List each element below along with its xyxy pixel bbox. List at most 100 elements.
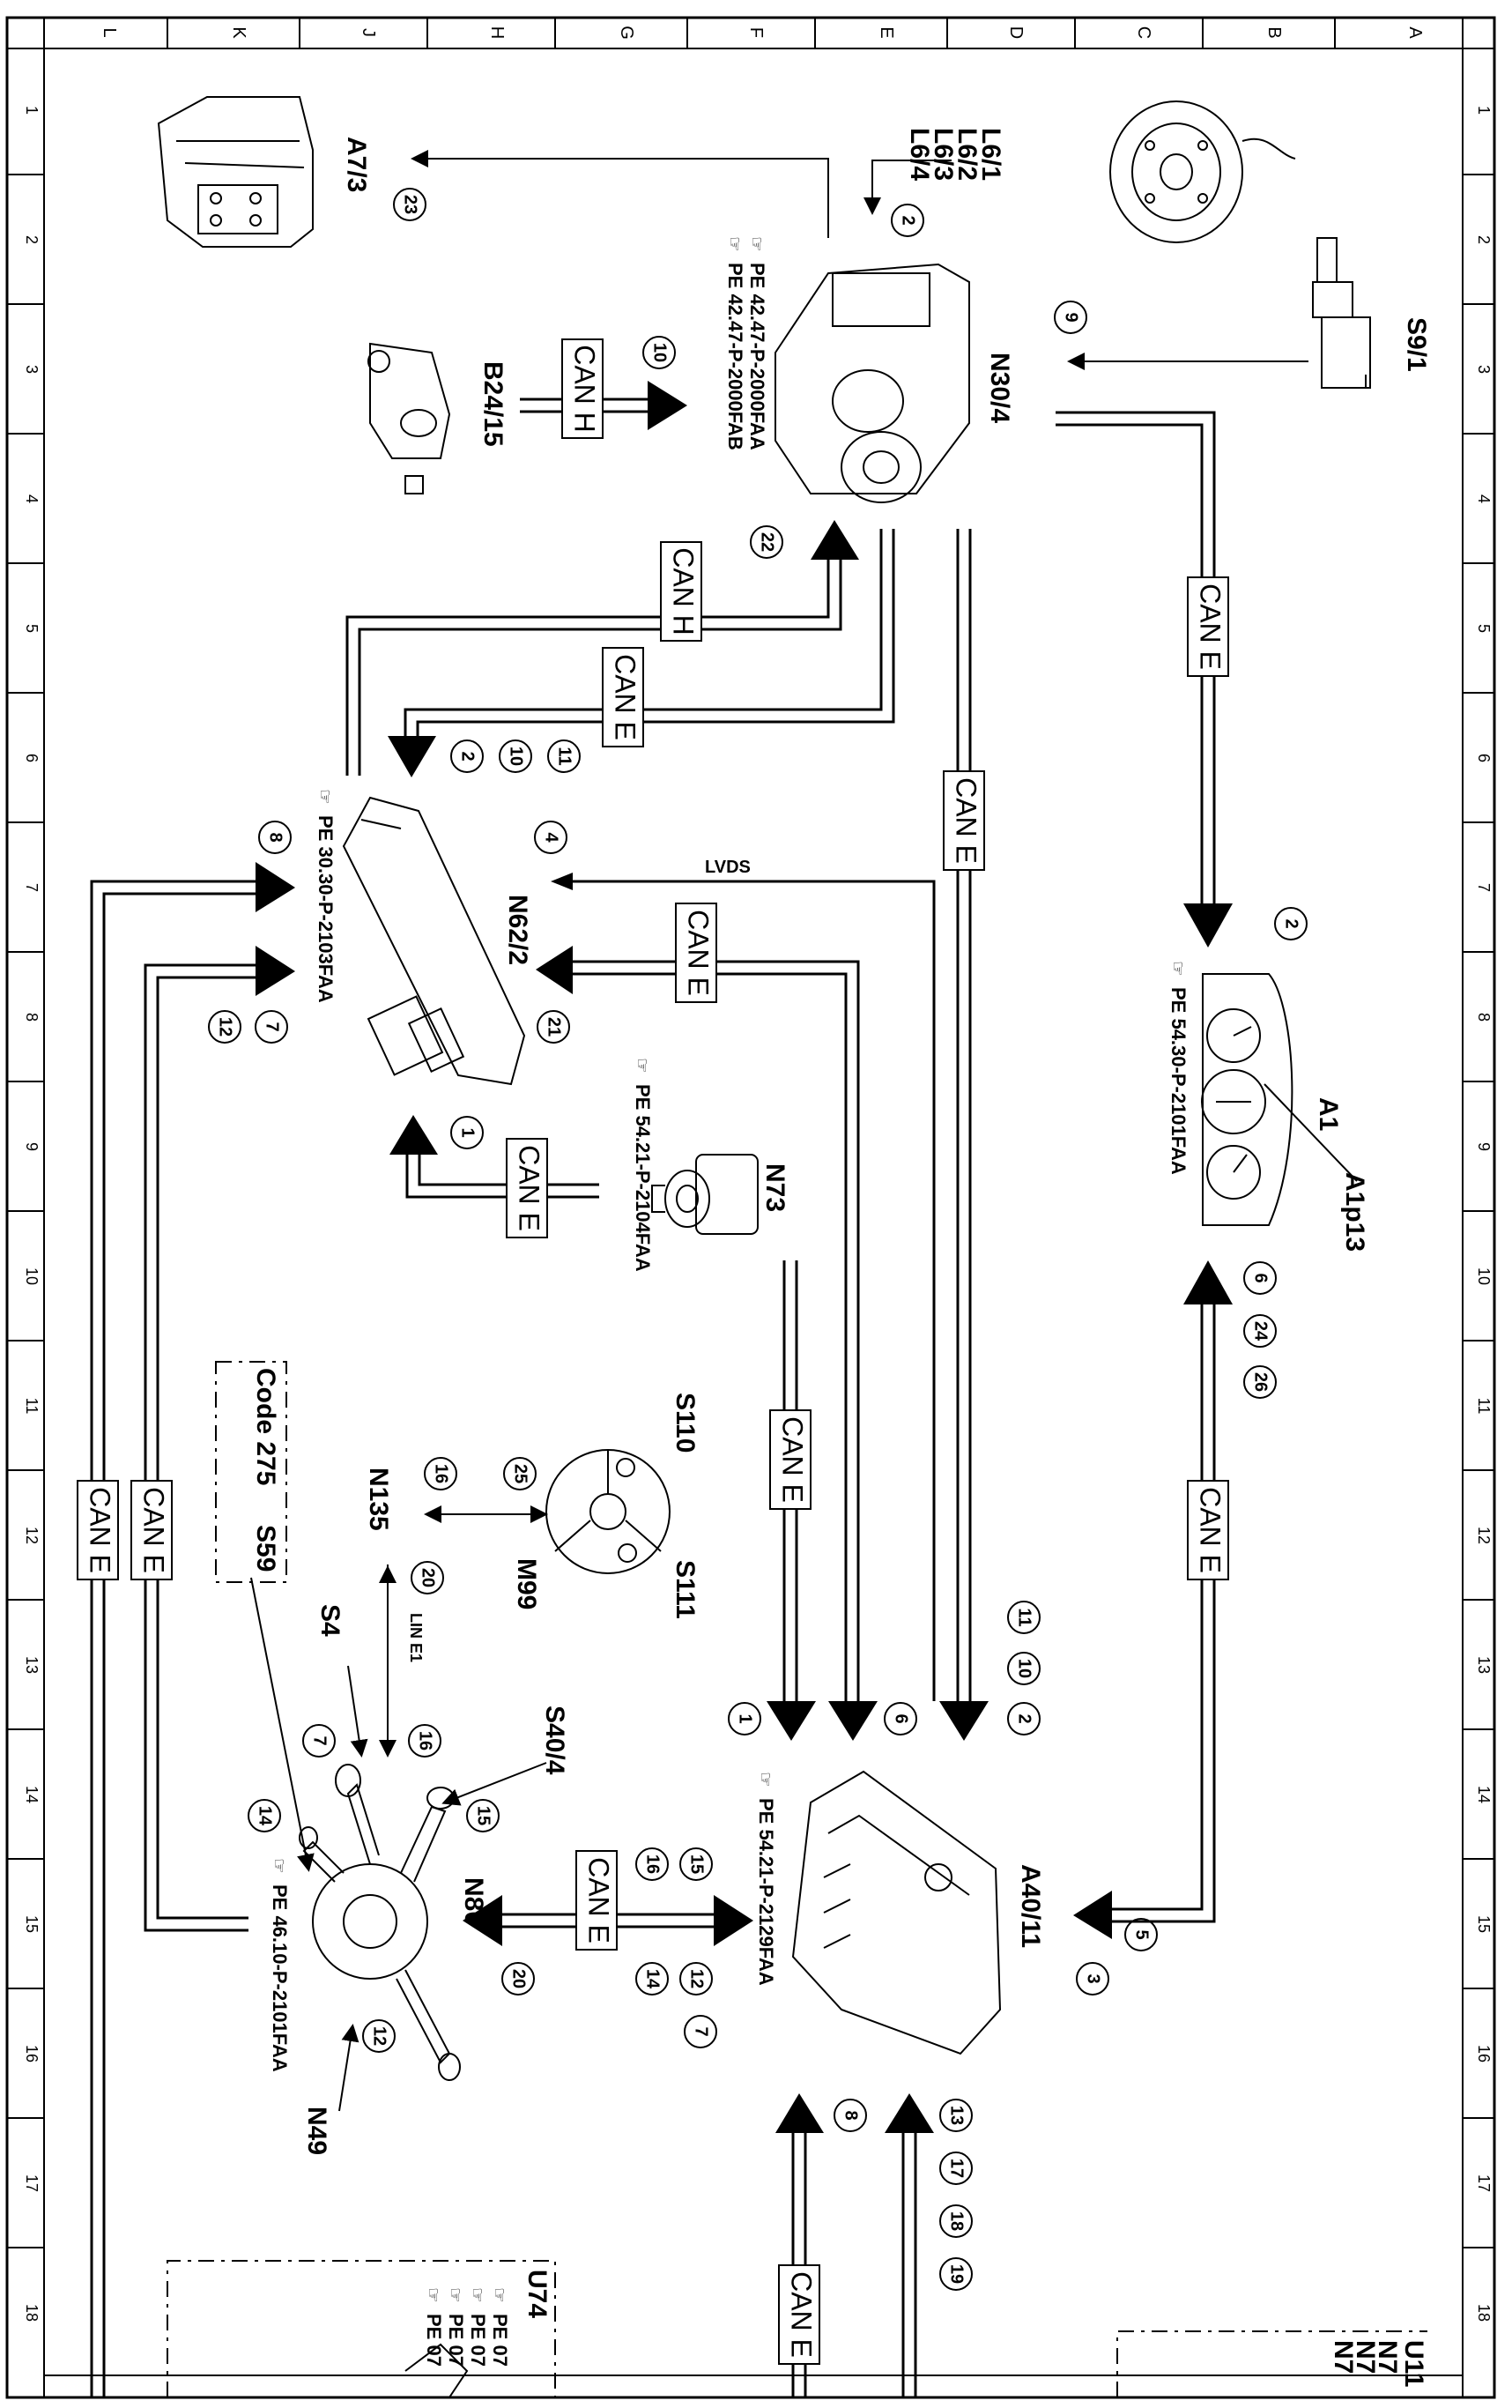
row-label-9: 9 xyxy=(23,1142,41,1151)
a40-11-head-unit-drawing xyxy=(791,1770,1002,2055)
line-n30-a7 xyxy=(411,150,829,238)
row-label-6-right: 6 xyxy=(1475,754,1493,762)
label-n135: N135 xyxy=(364,1468,393,1531)
u74-component-drawing xyxy=(404,2343,469,2398)
hand-pointer-icon: ☞ xyxy=(1167,961,1187,977)
svg-text:7: 7 xyxy=(692,2026,711,2036)
svg-text:11: 11 xyxy=(555,747,574,765)
svg-text:CAN H: CAN H xyxy=(668,547,700,635)
svg-text:CAN E: CAN E xyxy=(786,2271,818,2358)
row-label-5: 5 xyxy=(23,624,41,633)
circle-num-12-a40: 12 xyxy=(679,1962,713,1996)
svg-text:19: 19 xyxy=(947,2264,967,2284)
circle-num-22: 22 xyxy=(750,525,783,559)
col-label-d: D xyxy=(1006,26,1026,39)
can-e-label-a40-n62: CAN E xyxy=(675,903,717,1003)
circle-num-6-a40: 6 xyxy=(884,1702,917,1735)
svg-text:10: 10 xyxy=(650,343,670,362)
circle-num-2-a1: 2 xyxy=(1274,907,1308,940)
label-l6-1: L6/1 xyxy=(976,128,1005,181)
label-n49: N49 xyxy=(302,2107,331,2155)
hand-pointer-icon: ☞ xyxy=(632,1058,651,1074)
row-label-8-right: 8 xyxy=(1475,1013,1493,1022)
row-label-6: 6 xyxy=(23,754,41,762)
svg-text:1: 1 xyxy=(736,1713,755,1723)
svg-text:15: 15 xyxy=(474,1806,493,1825)
svg-text:8: 8 xyxy=(841,2110,861,2120)
label-code-275: Code 275 xyxy=(251,1368,280,1485)
col-label-c: C xyxy=(1134,26,1153,39)
can-e-label-a1-a40: CAN E xyxy=(1187,1480,1229,1580)
row-label-8: 8 xyxy=(23,1013,41,1022)
row-label-12: 12 xyxy=(23,1527,41,1544)
bus-left-inner-b xyxy=(156,976,256,1920)
hand-pointer-icon: ☞ xyxy=(315,789,334,805)
svg-text:2: 2 xyxy=(1282,918,1301,928)
row-label-18: 18 xyxy=(23,2304,41,2322)
row-label-13-right: 13 xyxy=(1475,1656,1493,1674)
svg-text:16: 16 xyxy=(416,1731,435,1750)
ref-u74-4: ☞ PE 07 xyxy=(423,2287,445,2367)
label-l6-2: L6/2 xyxy=(952,128,982,181)
can-e-label-left-outer: CAN E xyxy=(77,1480,119,1580)
steering-wheel-switches-drawing xyxy=(545,1449,671,1574)
svg-text:12: 12 xyxy=(370,2026,389,2046)
ref-n80: ☞ PE 46.10-P-2101FAA xyxy=(269,1858,291,2072)
can-e-label-n73-a40: CAN E xyxy=(769,1409,812,1510)
col-label-a: A xyxy=(1405,26,1425,39)
hand-pointer-icon: ☞ xyxy=(755,1772,775,1787)
n73-ignition-switch-drawing xyxy=(651,1154,759,1235)
circle-num-4: 4 xyxy=(534,821,567,854)
circle-num-11-n62: 11 xyxy=(547,739,581,773)
label-n7-a: N7 xyxy=(1373,2340,1402,2374)
ref-n73: ☞ PE 54.21-P-2104FAA xyxy=(632,1058,654,1272)
circle-num-9: 9 xyxy=(1054,301,1087,334)
can-h-label-b24: CAN H xyxy=(561,338,604,439)
line-s40-4 xyxy=(441,1762,547,1806)
svg-text:CAN E: CAN E xyxy=(1195,1487,1227,1573)
svg-text:CAN E: CAN E xyxy=(138,1487,170,1573)
label-l6-4: L6/4 xyxy=(905,128,934,181)
circle-num-12-n62: 12 xyxy=(208,1010,241,1044)
svg-text:6: 6 xyxy=(1251,1273,1271,1282)
svg-text:PE 07: PE 07 xyxy=(467,2314,489,2367)
row-label-2-right: 2 xyxy=(1475,235,1493,244)
bus-a40-n62-a xyxy=(564,972,848,1701)
svg-text:22: 22 xyxy=(758,532,777,552)
circle-num-7-n62: 7 xyxy=(255,1010,288,1044)
label-n7-c: N7 xyxy=(1329,2340,1358,2374)
circle-num-18: 18 xyxy=(939,2204,973,2238)
label-n80: N80 xyxy=(459,1877,488,1926)
svg-text:CAN E: CAN E xyxy=(610,654,641,740)
svg-text:15: 15 xyxy=(687,1854,707,1874)
svg-text:2: 2 xyxy=(458,751,478,761)
ref-n30-4-a: ☞ PE 42.47-P-2000FAA xyxy=(746,236,768,450)
svg-text:PE 07: PE 07 xyxy=(423,2314,445,2367)
svg-text:PE 46.10-P-2101FAA: PE 46.10-P-2101FAA xyxy=(269,1884,291,2072)
bus-n62-n30-canh-b xyxy=(358,555,842,776)
hand-pointer-icon: ☞ xyxy=(489,2287,508,2303)
circle-num-17: 17 xyxy=(939,2152,973,2185)
circle-num-12-n80: 12 xyxy=(362,2019,396,2053)
svg-text:PE 42.47-P-2000FAA: PE 42.47-P-2000FAA xyxy=(746,263,768,450)
line-a1p13 xyxy=(1264,1083,1358,1182)
row-label-18-right: 18 xyxy=(1475,2304,1493,2322)
bus-a1-a40-inner xyxy=(1106,1296,1204,1911)
u74-dashed-box xyxy=(167,2260,556,2397)
bus-left-inner-a xyxy=(144,963,256,1932)
label-n7-b: N7 xyxy=(1351,2340,1380,2374)
svg-text:23: 23 xyxy=(401,195,420,214)
row-label-7: 7 xyxy=(23,883,41,892)
a7-3-module-drawing xyxy=(157,96,314,248)
circle-num-1-a40: 1 xyxy=(728,1702,761,1735)
svg-text:CAN E: CAN E xyxy=(85,1487,116,1573)
label-s59: S59 xyxy=(251,1525,280,1572)
label-a1p13: A1p13 xyxy=(1340,1172,1369,1252)
svg-text:14: 14 xyxy=(643,1969,663,1989)
n30-4-esp-unit-drawing xyxy=(775,263,970,503)
row-label-17-right: 17 xyxy=(1475,2174,1493,2192)
circle-num-10-a40: 10 xyxy=(1007,1652,1041,1685)
svg-text:3: 3 xyxy=(1084,1973,1103,1983)
row-label-17: 17 xyxy=(23,2174,41,2192)
